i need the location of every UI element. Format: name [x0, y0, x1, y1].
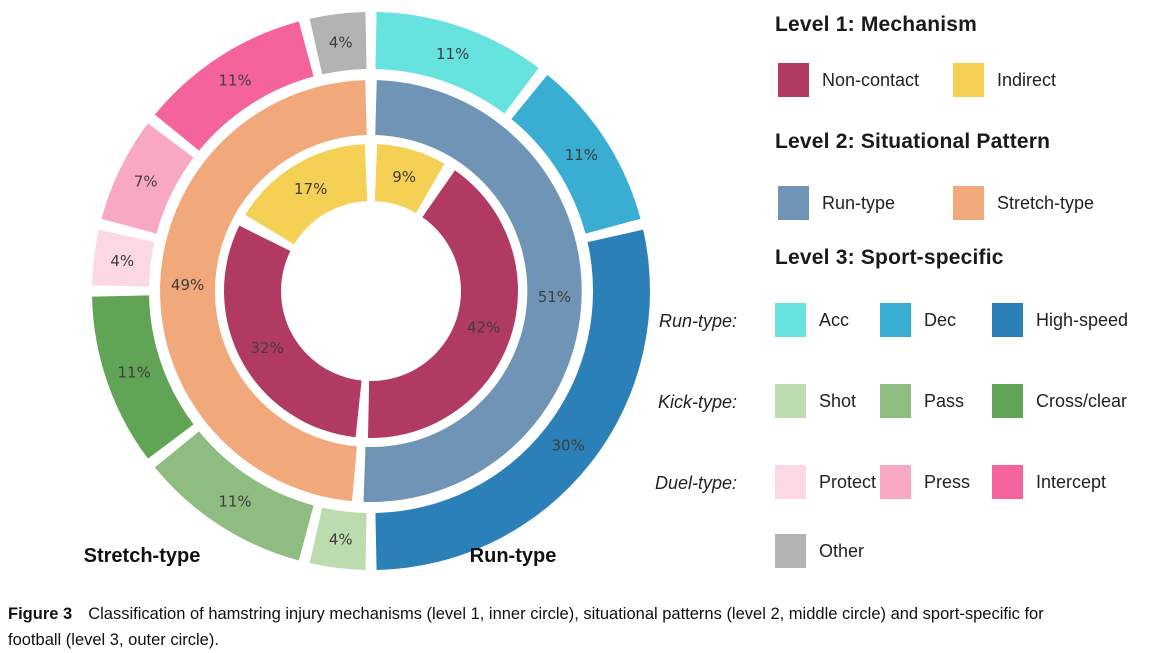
figure-caption-label: Figure 3	[8, 604, 73, 623]
sunburst-chart: 9% 42% 32% 17% 51% 49% 11% 11% 30% 4% 11% 11% 4% 7% 11…	[84, 12, 650, 570]
stretch-type-swatch	[953, 186, 984, 220]
high-speed-label: High-speed	[1036, 310, 1129, 330]
figure-caption-text-line2: football (level 3, outer circle).	[8, 630, 219, 649]
indirect-label: Indirect	[997, 70, 1057, 90]
chart-label-run-type: Run-type	[470, 545, 557, 567]
intercept-label: Intercept	[1036, 472, 1107, 492]
other-label: Other	[819, 541, 865, 561]
acc-label: Acc	[819, 310, 850, 330]
segment-value-label: 11%	[565, 146, 598, 164]
segment-value-label: 32%	[251, 339, 284, 357]
legend-item-pass: Pass	[880, 384, 964, 418]
run-type-label: Run-type	[822, 193, 896, 213]
row-label-duel-type: Duel-type:	[654, 473, 737, 493]
legend-item-cross-clear: Cross/clear	[992, 384, 1127, 418]
segment-cross-clear	[92, 295, 194, 459]
segment-value-label: 49%	[171, 276, 204, 294]
segment-value-label: 4%	[329, 531, 353, 549]
intercept-swatch	[992, 465, 1023, 499]
segment-value-label: 11%	[218, 492, 251, 510]
indirect-swatch	[953, 63, 984, 97]
segment-other	[309, 12, 367, 75]
acc-swatch	[775, 303, 806, 337]
legend-item-other: Other	[775, 534, 864, 568]
segment-value-label: 42%	[467, 319, 500, 337]
cross-clear-swatch	[992, 384, 1023, 418]
segment-stretch-type	[160, 80, 367, 502]
segment-value-label: 7%	[134, 172, 158, 190]
legend-item-protect: Protect	[775, 465, 876, 499]
dec-label: Dec	[924, 310, 957, 330]
segment-non-contact-run-side-	[367, 170, 518, 439]
legend-item-stretch-type: Stretch-type	[953, 186, 1094, 220]
legend-item-indirect: Indirect	[953, 63, 1056, 97]
row-label-kick-type: Kick-type:	[657, 392, 737, 412]
run-type-swatch	[778, 186, 809, 220]
dec-swatch	[880, 303, 911, 337]
segment-press	[101, 123, 194, 234]
legend-item-run-type: Run-type	[778, 186, 895, 220]
segment-value-label: 51%	[538, 288, 571, 306]
segment-acc	[375, 12, 539, 114]
legend-item-shot: Shot	[775, 384, 856, 418]
protect-swatch	[775, 465, 806, 499]
segment-indirect-stretch-side-	[245, 144, 368, 245]
legend-item-dec: Dec	[880, 303, 956, 337]
segment-indirect-run-side-	[374, 144, 445, 214]
legend-item-acc: Acc	[775, 303, 849, 337]
segment-pass	[154, 431, 314, 561]
high-speed-swatch	[992, 303, 1023, 337]
other-swatch	[775, 534, 806, 568]
legend-title-level3: Level 3: Sport-specific	[775, 246, 1004, 269]
legend-title-level2: Level 2: Situational Pattern	[775, 130, 1051, 153]
segment-value-label: 4%	[110, 252, 134, 270]
segment-intercept	[154, 21, 314, 151]
segment-dec	[511, 74, 641, 234]
segment-value-label: 11%	[118, 364, 151, 382]
segment-value-label: 30%	[552, 437, 585, 455]
segment-high-speed	[375, 229, 650, 570]
segment-non-contact-stretch-side-	[224, 225, 362, 438]
cross-clear-label: Cross/clear	[1036, 391, 1128, 411]
pass-swatch	[880, 384, 911, 418]
segment-run-type	[363, 80, 582, 502]
pass-label: Pass	[924, 391, 965, 411]
legend-item-high-speed: High-speed	[992, 303, 1128, 337]
segment-protect	[92, 229, 155, 287]
figure-caption-text-line1: Classification of hamstring injury mecha…	[88, 604, 1044, 623]
shot-label: Shot	[819, 391, 857, 411]
figure-caption: Figure 3 Classification of hamstring inju…	[8, 601, 1148, 653]
legend-item-intercept: Intercept	[992, 465, 1106, 499]
legend-item-press: Press	[880, 465, 970, 499]
stretch-type-label: Stretch-type	[997, 193, 1095, 213]
row-label-run-type: Run-type:	[658, 311, 737, 331]
segment-value-label: 11%	[436, 45, 469, 63]
segment-value-label: 9%	[392, 168, 416, 186]
non-contact-label: Non-contact	[822, 70, 920, 90]
segment-value-label: 17%	[294, 180, 327, 198]
segment-value-label: 11%	[218, 72, 251, 90]
segment-shot	[309, 507, 367, 570]
legend-item-non-contact: Non-contact	[778, 63, 919, 97]
protect-label: Protect	[819, 472, 877, 492]
press-label: Press	[924, 472, 971, 492]
segment-value-label: 4%	[329, 33, 353, 51]
chart-label-stretch-type: Stretch-type	[84, 545, 201, 567]
non-contact-swatch	[778, 63, 809, 97]
press-swatch	[880, 465, 911, 499]
legend-title-level1: Level 1: Mechanism	[775, 13, 978, 36]
shot-swatch	[775, 384, 806, 418]
